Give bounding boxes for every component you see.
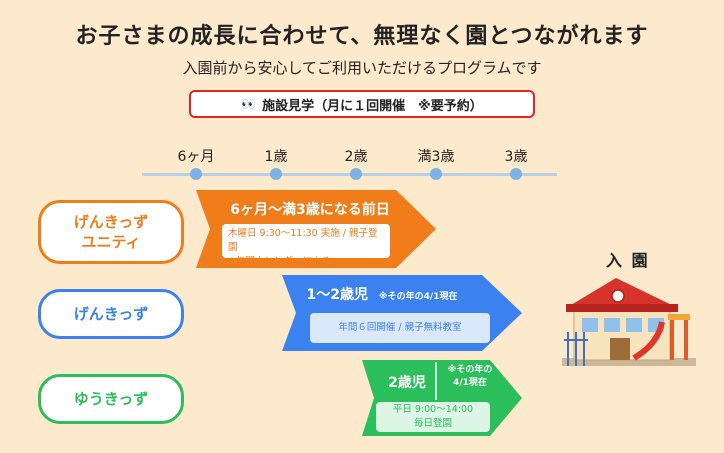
info-line: ※年間カレンダーによる <box>228 255 331 267</box>
arrow-note-genkids: ※その年の4/1現在 <box>378 292 458 302</box>
timeline-label-3years: 3歳 <box>504 149 528 165</box>
program-arrow-genkids-unity: 6ヶ月〜満3歳になる前日 木曜日 9:30〜11:30 実施 / 親子登園 ※年… <box>196 190 436 268</box>
kindergarten-building-icon <box>562 278 696 366</box>
program-label-yukids[interactable]: ゆうきっず <box>38 374 184 424</box>
timeline-label-1year: 1歳 <box>264 149 288 165</box>
program-info-genkids-unity: 木曜日 9:30〜11:30 実施 / 親子登園 ※年間カレンダーによる <box>222 224 390 267</box>
info-line: 平日 9:00〜14:00 <box>392 404 474 415</box>
page-subtitle: 入園前から安心してご利用いただけるプログラムです <box>182 59 542 77</box>
timeline-axis <box>142 173 557 176</box>
program-label-genkids[interactable]: げんきっず <box>38 289 184 339</box>
program-arrow-genkids: 1〜2歳児 ※その年の4/1現在 年間６回開催 / 親子無料教室 <box>282 275 522 351</box>
arrow-title-text: 1〜2歳児 <box>306 287 369 303</box>
arrow-title-genkids: 1〜2歳児 ※その年の4/1現在 <box>282 284 482 304</box>
arrow-title-genkids-unity: 6ヶ月〜満3歳になる前日 <box>230 202 390 218</box>
arrow-title-yukids: 2歳児 <box>388 375 426 391</box>
timeline-label-6months: 6ヶ月 <box>177 149 215 165</box>
program-label-genkids-unity[interactable]: げんきっず ユニティ <box>38 200 184 264</box>
facility-tour-badge: 👀 施設見学（月に１回開催 ※要予約） <box>189 90 535 118</box>
timeline-tick-3years-full <box>430 168 442 180</box>
page-title: お子さまの成長に合わせて、無理なく園とつながれます <box>75 24 649 49</box>
timeline-tick-2years <box>350 168 362 180</box>
info-line: 毎日登園 <box>413 417 452 429</box>
program-info-genkids: 年間６回開催 / 親子無料教室 <box>310 313 490 343</box>
info-line: 木曜日 9:30〜11:30 実施 / 親子登園 <box>228 228 378 253</box>
program-arrow-yukids: 2歳児 ※その年の 4/1現在 平日 9:00〜14:00 毎日登園 <box>362 360 522 436</box>
arrow-note-line: 4/1現在 <box>453 378 487 389</box>
timeline-label-2years: 2歳 <box>344 149 368 165</box>
arrow-note-line: ※その年の <box>447 365 493 375</box>
enrollment-label: 入 園 <box>606 251 650 270</box>
info-line: 年間６回開催 / 親子無料教室 <box>338 322 462 334</box>
timeline-tick-3years <box>510 168 522 180</box>
program-info-yukids: 平日 9:00〜14:00 毎日登園 <box>376 402 490 432</box>
timeline-tick-6months <box>190 168 202 180</box>
timeline-label-3years-full: 満3歳 <box>417 149 455 165</box>
arrow-note-yukids: ※その年の 4/1現在 <box>440 364 500 390</box>
eyes-icon: 👀 <box>241 97 257 111</box>
facility-tour-label: 施設見学（月に１回開催 ※要予約） <box>262 98 483 114</box>
timeline-tick-1year <box>270 168 282 180</box>
